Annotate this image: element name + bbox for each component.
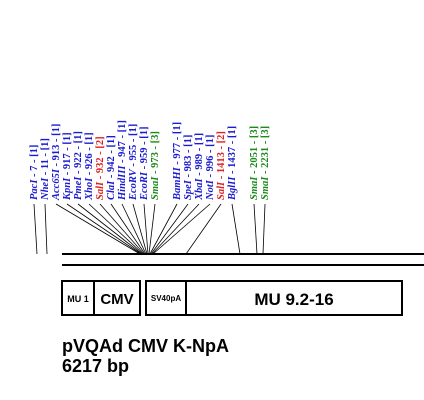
site-position: - 942 - [1]	[106, 135, 117, 181]
site-position: - 973 - [3]	[150, 131, 161, 177]
site-enzyme: ClaI	[106, 180, 117, 200]
site-leader	[253, 203, 258, 255]
segment-sv40pa-label: SV40pA	[151, 294, 181, 303]
site-leader	[149, 203, 178, 255]
site-leader	[148, 203, 156, 255]
site-position: - 926 - [1]	[84, 132, 95, 178]
plasmid-size: 6217 bp	[62, 356, 130, 376]
site-label: KpnI - 917 - [1]	[62, 132, 73, 201]
site-enzyme: SmaI	[260, 176, 271, 200]
site-enzyme: PacI	[29, 179, 40, 200]
site-enzyme: SalI	[216, 181, 227, 200]
site-leader-lines	[33, 203, 266, 255]
plasmid-name: pVQAd CMV K-NpA	[62, 336, 229, 356]
site-label: SalI - 1413 - [2]	[216, 131, 227, 200]
site-enzyme: SpeI	[183, 179, 194, 200]
site-enzyme: SalI	[95, 181, 106, 200]
site-leader	[77, 203, 143, 255]
site-enzyme: KpnI	[62, 177, 73, 201]
site-label: SmaI - 2231 - [3]	[260, 126, 271, 200]
site-position: - 917 - [1]	[62, 132, 73, 178]
site-position: - 959 - [1]	[139, 126, 150, 172]
site-leader	[231, 203, 241, 255]
site-leader	[33, 203, 38, 255]
site-enzyme: SmaI	[249, 176, 260, 200]
site-leader	[66, 203, 142, 255]
segment-mu1-label: MU 1	[67, 294, 89, 304]
site-label: PmeI - 922 - [1]	[73, 131, 84, 200]
site-leader	[143, 203, 149, 255]
site-leader	[55, 203, 141, 255]
site-enzyme: Acc65I	[51, 168, 62, 201]
site-position: - 983 - [1]	[183, 135, 194, 181]
site-leader	[150, 203, 189, 255]
site-label: SmaI - 973 - [3]	[150, 131, 161, 200]
segment-cmv-label: CMV	[100, 291, 133, 308]
site-leader	[262, 203, 266, 255]
site-label: Acc65I - 913 - [1]	[51, 124, 62, 201]
site-label: SalI - 932 - [2]	[95, 136, 106, 200]
site-label: NotI - 996 - [1]	[205, 135, 216, 201]
site-enzyme: NheI	[40, 177, 51, 201]
site-position: - 913 - [1]	[51, 124, 62, 170]
site-leader	[99, 203, 145, 255]
segment-mu9-label: MU 9.2-16	[254, 290, 333, 309]
site-position: - 932 - [2]	[95, 136, 106, 182]
site-position: - 955 - [1]	[128, 124, 139, 170]
segment-mu1: MU 1	[61, 280, 95, 316]
site-label: NheI - 11 - [1]	[40, 138, 51, 201]
site-label: SmaI - 2051 - [3]	[249, 126, 260, 200]
site-label: SpeI - 983 - [1]	[183, 135, 194, 200]
site-enzyme: PmeI	[73, 176, 84, 200]
segment-cmv: CMV	[93, 280, 141, 316]
restriction-site-labels: PacI - 7 - [1]NheI - 11 - [1]Acc65I - 91…	[29, 120, 271, 201]
site-enzyme: SmaI	[150, 176, 161, 200]
site-enzyme: XhoI	[84, 177, 95, 201]
site-label: HindIII - 947 - [1]	[117, 120, 128, 201]
site-position: - 977 - [1]	[172, 122, 183, 168]
site-leader	[132, 203, 148, 255]
site-position: - 996 - [1]	[205, 135, 216, 181]
site-leader	[151, 203, 200, 255]
site-position: - 989 - [1]	[194, 133, 205, 179]
segment-mu9: MU 9.2-16	[185, 280, 403, 316]
site-leader	[152, 203, 211, 255]
site-enzyme: BamHI	[172, 166, 183, 201]
site-position: - 2231 - [3]	[260, 126, 271, 177]
site-leader	[44, 203, 48, 255]
site-label: BamHI - 977 - [1]	[172, 122, 183, 201]
site-position: - 11 - [1]	[40, 138, 51, 178]
site-enzyme: EcoRV	[128, 168, 139, 201]
site-label: XbaI - 989 - [1]	[194, 133, 205, 201]
site-label: PacI - 7 - [1]	[29, 145, 40, 200]
site-leader	[121, 203, 147, 255]
site-position: - 947 - [1]	[117, 120, 128, 166]
site-leader	[110, 203, 146, 255]
site-enzyme: HindIII	[117, 165, 128, 201]
site-label: EcoRV - 955 - [1]	[128, 124, 139, 201]
site-label: BglII - 1437 - [1]	[227, 126, 238, 201]
plasmid-caption: pVQAd CMV K-NpA 6217 bp	[62, 336, 229, 376]
site-enzyme: EcoRI	[139, 171, 150, 201]
site-label: ClaI - 942 - [1]	[106, 135, 117, 200]
site-position: - 922 - [1]	[73, 131, 84, 177]
site-position: - 1413 - [2]	[216, 131, 227, 182]
site-position: - 1437 - [1]	[227, 126, 238, 177]
site-enzyme: BglII	[227, 176, 238, 201]
site-label: XhoI - 926 - [1]	[84, 132, 95, 201]
site-position: - 2051 - [3]	[249, 126, 260, 177]
site-leader	[88, 203, 144, 255]
site-enzyme: XbaI	[194, 177, 205, 201]
site-label: EcoRI - 959 - [1]	[139, 126, 150, 201]
site-enzyme: NotI	[205, 179, 216, 201]
site-position: - 7 - [1]	[29, 145, 40, 180]
site-leader	[185, 203, 222, 255]
segment-sv40pa: SV40pA	[145, 280, 187, 316]
